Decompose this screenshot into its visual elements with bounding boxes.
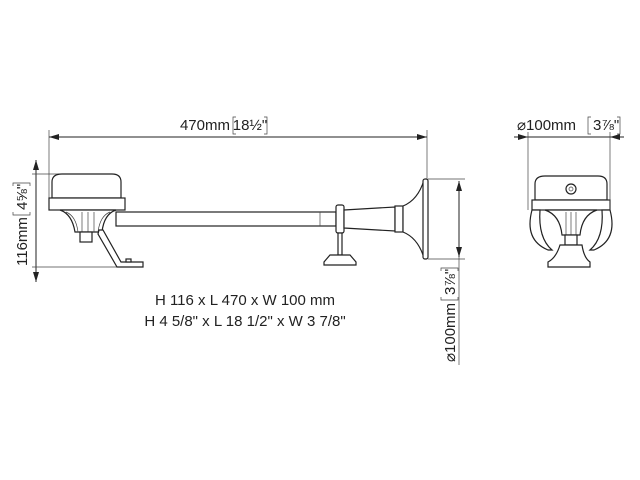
height-label: 116mm [14, 217, 31, 266]
bell-diameter-label: ⌀100mm [442, 303, 459, 362]
spec-imperial: H 4 5/8" x L 18 1/2" x W 3 7/8" [144, 313, 346, 330]
spec-metric: H 116 x L 470 x W 100 mm [154, 292, 336, 309]
length-label: 470mm [180, 117, 230, 134]
horn-front-view [529, 175, 613, 268]
bell-diameter-inch-label: 3⅞" [442, 269, 459, 295]
horn-side-view [48, 173, 429, 268]
length-inch-label: 18½" [233, 117, 268, 134]
bell-diameter-dimension: ⌀100mm 3⅞" [428, 178, 465, 365]
width-label: ⌀100mm [517, 117, 576, 134]
width-inch-label: 3⅞" [593, 117, 619, 134]
length-dimension: 470mm 18½" [48, 116, 428, 200]
height-inch-label: 4⅝" [14, 184, 31, 210]
width-dimension: ⌀100mm 3⅞" [514, 116, 624, 210]
